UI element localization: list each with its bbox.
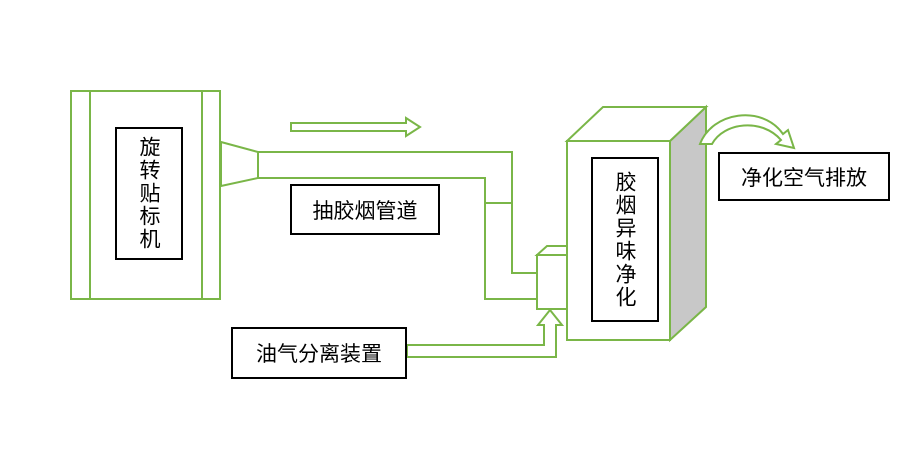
oil-gas-separator-text: 油气分离装置 <box>256 342 382 366</box>
clean-air-exhaust-text: 净化空气排放 <box>741 165 867 190</box>
exhaust-curved-arrow <box>698 114 796 150</box>
fume-duct-text: 抽胶烟管道 <box>312 198 418 223</box>
labeling-machine-label: 旋转贴标机 <box>115 127 183 260</box>
oil-gas-separator-label: 油气分离装置 <box>231 327 407 379</box>
labeling-machine-text: 旋转贴标机 <box>137 136 161 251</box>
odor-purifier-label: 胶烟异味净化 <box>591 157 659 322</box>
suction-hood <box>220 140 259 188</box>
clean-air-exhaust-label: 净化空气排放 <box>718 152 890 201</box>
separator-feed-arrow <box>406 308 565 358</box>
labeling-machine-frame <box>70 90 221 300</box>
fume-duct-pipe <box>258 151 537 300</box>
flow-arrow-right <box>290 116 422 138</box>
fume-duct-label: 抽胶烟管道 <box>290 184 440 235</box>
odor-purifier-text: 胶烟异味净化 <box>613 170 637 309</box>
